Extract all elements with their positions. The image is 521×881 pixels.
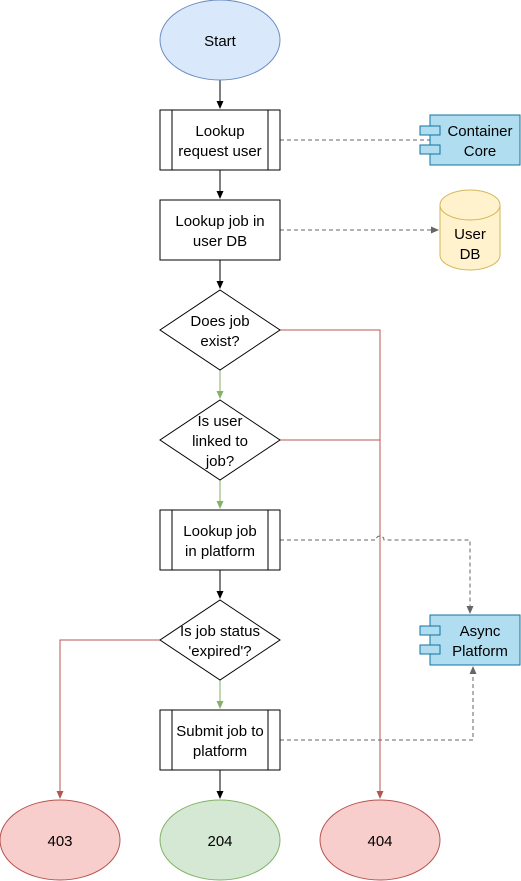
component-port-bottom bbox=[419, 644, 441, 655]
does-job-exist-line-2: exist? bbox=[200, 333, 239, 350]
user-db-line-1: User bbox=[454, 226, 486, 243]
process-submit-job: Submit job to platform bbox=[159, 709, 281, 771]
decision-is-job-expired: Is job status 'expired'? bbox=[159, 599, 281, 681]
async-platform-line-1: Async bbox=[460, 623, 501, 640]
submit-job-line-2: platform bbox=[193, 743, 247, 760]
component-port-top bbox=[419, 625, 441, 636]
dependency-submit-to-async bbox=[280, 666, 477, 741]
result-404-label: 404 bbox=[367, 833, 392, 850]
lookup-job-platform-line-2: in platform bbox=[185, 543, 255, 560]
lookup-job-platform-line-1: Lookup job bbox=[183, 523, 256, 540]
is-job-expired-line-1: Is job status bbox=[180, 623, 260, 640]
edge-expired-yes-to-403 bbox=[56, 639, 160, 799]
lookup-request-user-line-2: request user bbox=[178, 143, 261, 160]
result-403-label: 403 bbox=[47, 833, 72, 850]
lookup-job-user-db-line-2: user DB bbox=[193, 233, 247, 250]
result-204-node: 204 bbox=[159, 799, 281, 881]
process-lookup-job-user-db: Lookup job in user DB bbox=[159, 199, 281, 261]
decision-does-job-exist: Does job exist? bbox=[159, 289, 281, 371]
user-db-line-2: DB bbox=[460, 246, 481, 263]
result-403-node: 403 bbox=[0, 799, 121, 881]
start-label: Start bbox=[204, 33, 237, 50]
database-user-db: User DB bbox=[439, 189, 501, 271]
container-core-line-2: Core bbox=[464, 143, 497, 160]
does-job-exist-line-1: Does job bbox=[190, 313, 249, 330]
component-async-platform: Async Platform bbox=[419, 614, 521, 666]
lookup-request-user-line-1: Lookup bbox=[195, 123, 244, 140]
component-container-core: Container Core bbox=[419, 114, 521, 166]
submit-job-line-1: Submit job to bbox=[176, 723, 264, 740]
component-port-top bbox=[419, 125, 441, 136]
process-lookup-request-user: Lookup request user bbox=[159, 109, 281, 171]
async-platform-line-2: Platform bbox=[452, 643, 508, 660]
edge-exist-no-to-404 bbox=[280, 329, 384, 799]
is-user-linked-line-1: Is user bbox=[197, 413, 242, 430]
result-204-label: 204 bbox=[207, 833, 232, 850]
lookup-job-user-db-line-1: Lookup job in bbox=[175, 213, 264, 230]
is-job-expired-line-2: 'expired'? bbox=[188, 643, 251, 660]
result-404-node: 404 bbox=[319, 799, 441, 881]
start-node: Start bbox=[159, 0, 281, 81]
component-port-bottom bbox=[419, 144, 441, 155]
process-lookup-job-platform: Lookup job in platform bbox=[159, 509, 281, 571]
container-core-line-1: Container bbox=[447, 123, 512, 140]
is-user-linked-line-3: job? bbox=[205, 453, 234, 470]
is-user-linked-line-2: linked to bbox=[192, 433, 248, 450]
dependency-lookup-platform-to-async bbox=[280, 535, 474, 614]
decision-is-user-linked: Is user linked to job? bbox=[159, 399, 281, 481]
